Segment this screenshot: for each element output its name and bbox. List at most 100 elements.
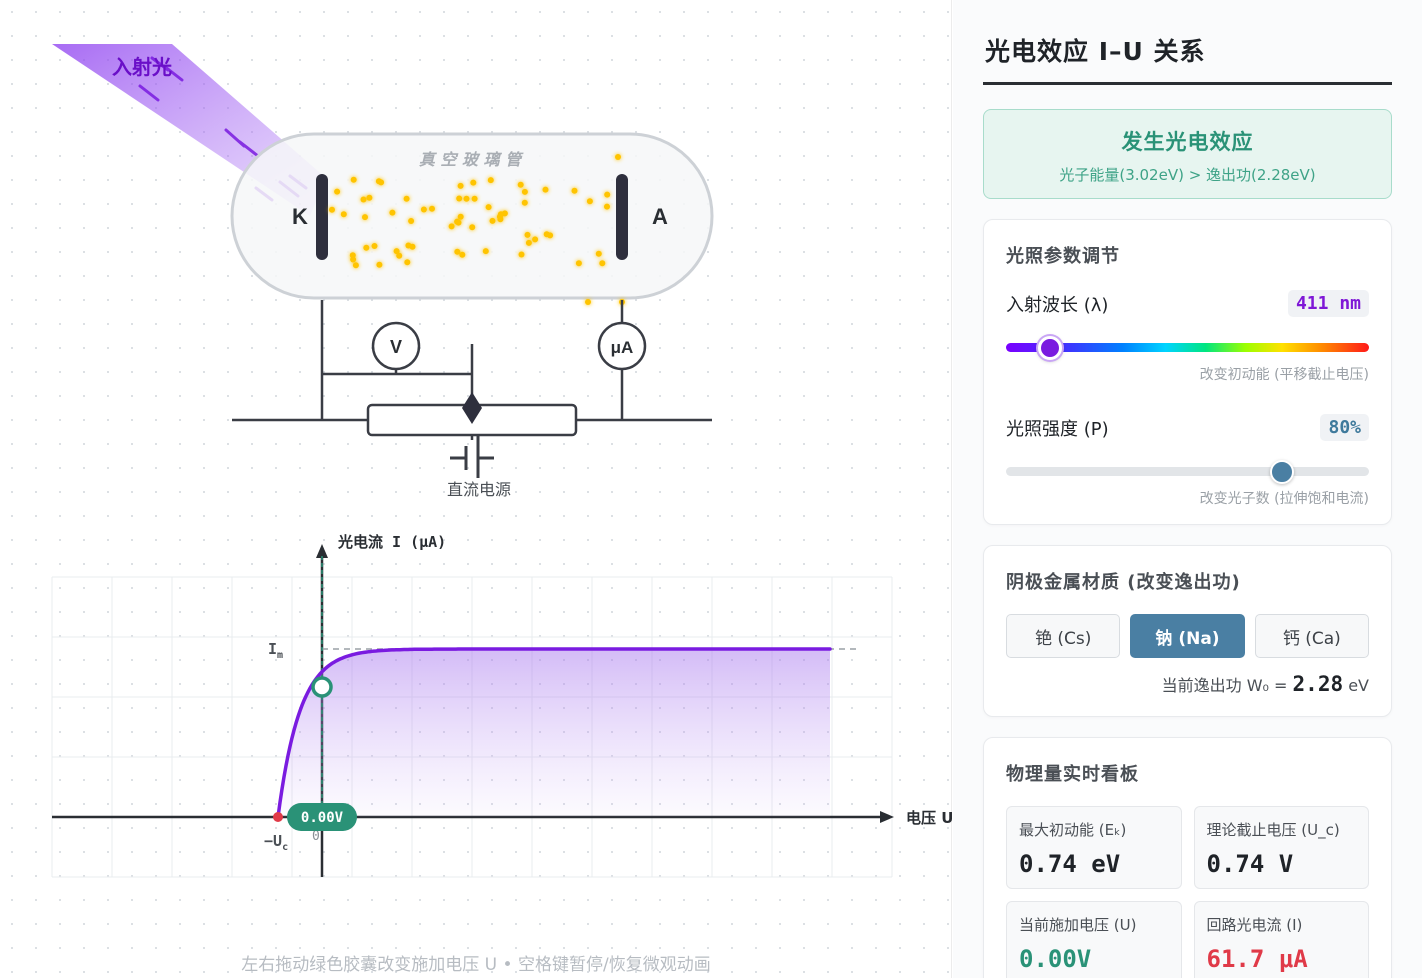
cutoff-point <box>273 812 283 822</box>
cutoff-voltage-label: −Uc <box>264 832 288 853</box>
photoelectron <box>429 205 435 212</box>
light-params-card: 光照参数调节 入射波长 (λ) 411 nm 改变初动能 (平移截止电压) 光照… <box>983 219 1392 525</box>
photoelectron <box>448 223 455 230</box>
photoelectron <box>329 206 335 213</box>
photoelectron <box>487 177 494 184</box>
photoelectron <box>501 210 508 217</box>
dashboard-metrics: 最大初动能 (Eₖ) 0.74 eV 理论截止电压 (U_c) 0.74 V 当… <box>1006 806 1369 978</box>
intensity-value: 80% <box>1320 414 1369 441</box>
photoelectron <box>521 199 528 206</box>
photoelectron <box>470 179 477 186</box>
photoelectron <box>532 236 539 243</box>
photoelectron <box>362 214 368 221</box>
y-axis-label: 光电流 I (μA) <box>337 533 446 551</box>
wavelength-label: 入射波长 (λ) <box>1006 294 1109 316</box>
intensity-note: 改变光子数 (拉伸饱和电流) <box>1199 491 1369 507</box>
work-function-value: 2.28 <box>1292 672 1344 696</box>
photoelectron <box>404 259 411 266</box>
photoelectron <box>405 242 412 249</box>
material-card: 阴极金属材质 (改变逸出功) 铯 (Cs) 钠 (Na) 钙 (Ca) 当前逸出… <box>983 545 1392 717</box>
simulation-canvas: 入射光 真 空 玻 璃 管 K A V μA <box>51 44 952 878</box>
photoelectron <box>457 213 464 220</box>
photoelectron <box>408 218 415 224</box>
metric-u-value: 0.00V <box>1019 945 1092 973</box>
metric-u: 当前施加电压 (U) 0.00V <box>1006 901 1182 978</box>
voltage-capsule-label: 0.00V <box>301 810 344 826</box>
photoelectron <box>389 209 396 216</box>
photoelectron <box>525 239 532 246</box>
anode-label: A <box>652 204 668 229</box>
photoelectron <box>375 178 382 185</box>
ammeter-label: μA <box>611 338 634 357</box>
photoelectron <box>371 243 378 249</box>
work-function-prefix: 当前逸出功 W₀ = <box>1161 676 1288 695</box>
voltage-capsule[interactable]: 0.00V <box>287 803 357 831</box>
work-function-unit: eV <box>1348 676 1369 695</box>
intensity-slider-thumb[interactable] <box>1269 459 1294 484</box>
photoelectron <box>352 262 359 269</box>
iu-curve-fill <box>278 649 830 817</box>
photoelectron <box>604 191 611 198</box>
origin-label: 0 <box>312 829 320 844</box>
dc-source-label: 直流电源 <box>447 480 511 499</box>
photoelectron <box>595 250 602 257</box>
material-cs-button[interactable]: 铯 (Cs) <box>1006 614 1121 658</box>
im-label: Im <box>268 640 283 661</box>
metric-ek-label: 最大初动能 (Eₖ) <box>1019 821 1127 839</box>
anode-plate <box>616 174 628 260</box>
photoelectron <box>457 182 464 189</box>
dashboard-card: 物理量实时看板 最大初动能 (Eₖ) 0.74 eV 理论截止电压 (U_c) … <box>983 737 1392 978</box>
metric-i: 回路光电流 (I) 61.7 μA <box>1193 901 1369 978</box>
control-panel: 光电效应 I–U 关系 发生光电效应 光子能量(3.02eV) > 逸出功(2.… <box>953 0 1422 978</box>
material-ca-button[interactable]: 钙 (Ca) <box>1254 614 1369 658</box>
operating-point <box>311 676 333 698</box>
metric-uc-value: 0.74 V <box>1206 850 1294 878</box>
metric-i-label: 回路光电流 (I) <box>1206 916 1303 934</box>
photoelectron <box>485 204 492 211</box>
photoelectron <box>454 218 461 225</box>
ammeter <box>597 321 647 371</box>
work-function-readout: 当前逸出功 W₀ = 2.28 eV <box>1006 672 1369 696</box>
photoelectron <box>360 196 367 203</box>
photoelectron <box>521 188 528 195</box>
metric-ek: 最大初动能 (Eₖ) 0.74 eV <box>1006 806 1182 889</box>
wavelength-slider[interactable] <box>1006 335 1369 360</box>
photoelectron <box>366 194 373 201</box>
effect-status-title: 发生光电效应 <box>1121 130 1254 154</box>
wavelength-value: 411 nm <box>1287 290 1369 317</box>
material-title: 阴极金属材质 (改变逸出功) <box>1006 572 1241 593</box>
circuit-wires <box>232 300 712 440</box>
metric-i-value: 61.7 μA <box>1206 945 1308 973</box>
photoelectron <box>363 244 370 251</box>
photoelectron <box>571 187 578 194</box>
photoelectron <box>482 248 489 255</box>
wavelength-slider-thumb[interactable] <box>1037 335 1062 360</box>
cathode-plate <box>316 174 328 260</box>
photoelectron <box>599 260 606 267</box>
material-options: 铯 (Cs) 钠 (Na) 钙 (Ca) <box>1006 614 1369 658</box>
photoelectron <box>585 299 591 305</box>
photoelectron <box>393 248 400 255</box>
intensity-slider[interactable] <box>1006 459 1369 484</box>
light-params-title: 光照参数调节 <box>1006 246 1120 267</box>
metric-u-label: 当前施加电压 (U) <box>1019 916 1137 934</box>
photoelectron <box>350 256 357 263</box>
photoelectron <box>615 154 621 160</box>
metric-ek-value: 0.74 eV <box>1019 850 1121 878</box>
dc-source <box>450 436 494 478</box>
wavelength-note: 改变初动能 (平移截止电压) <box>1199 367 1369 383</box>
voltmeter-label: V <box>390 337 402 357</box>
iu-curve <box>276 647 832 819</box>
photoelectron <box>489 217 496 224</box>
vacuum-tube-label: 真 空 玻 璃 管 <box>419 150 524 169</box>
rheostat-slider[interactable] <box>462 392 482 424</box>
photoelectron <box>376 261 383 268</box>
material-na-button[interactable]: 钠 (Na) <box>1130 614 1245 658</box>
photoelectron <box>454 248 461 255</box>
metric-uc-label: 理论截止电压 (U_c) <box>1206 821 1340 839</box>
photoelectron <box>463 195 470 202</box>
photoelectron <box>396 252 403 259</box>
photoelectron <box>403 195 410 202</box>
voltmeter <box>371 321 421 371</box>
x-axis-label: 电压 U <box>906 809 952 827</box>
